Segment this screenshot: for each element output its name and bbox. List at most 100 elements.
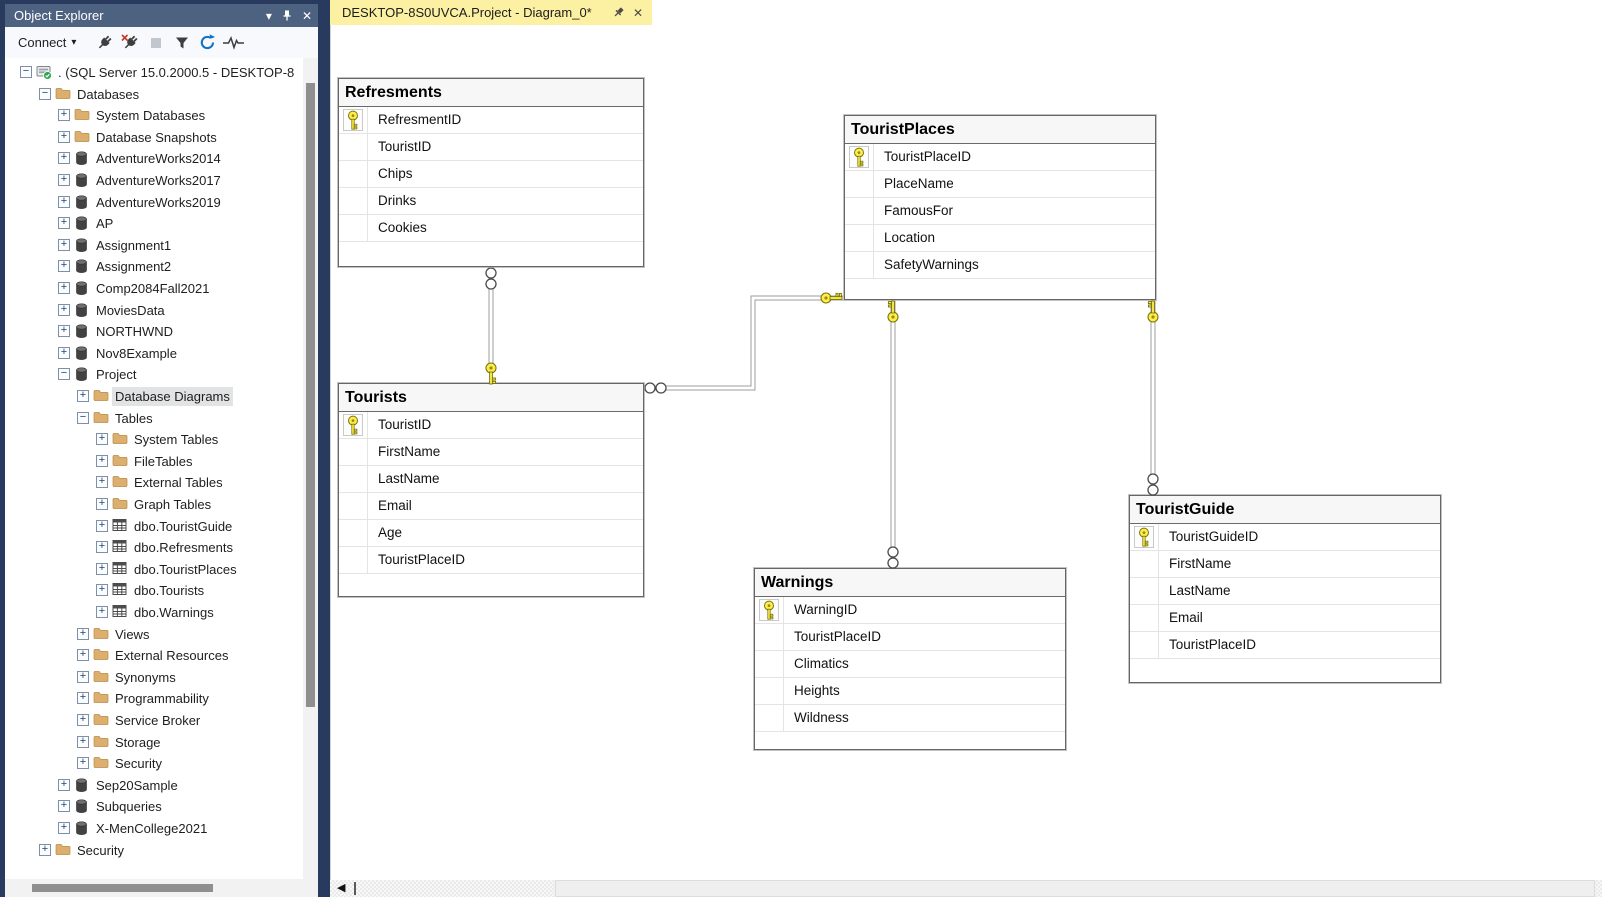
column-row-wildness[interactable]: Wildness: [755, 705, 1065, 732]
tree-item-filetables[interactable]: +FileTables: [5, 450, 303, 472]
expand-toggle-icon[interactable]: +: [58, 174, 70, 186]
tree-item-project[interactable]: −Project: [5, 363, 303, 385]
column-row-age[interactable]: Age: [339, 520, 643, 547]
expand-toggle-icon[interactable]: +: [58, 238, 70, 251]
connect-icon[interactable]: [91, 31, 117, 55]
table-title[interactable]: TouristPlaces: [845, 116, 1155, 144]
expand-toggle-icon[interactable]: +: [58, 109, 70, 122]
window-position-chevron-icon[interactable]: ▾: [265, 8, 272, 23]
scroll-left-arrow-icon[interactable]: ◀: [337, 882, 346, 894]
tree-item-databases[interactable]: −Databases: [5, 83, 303, 105]
expand-toggle-icon[interactable]: +: [96, 562, 108, 575]
tree-item-dbo-touristplaces[interactable]: +dbo.TouristPlaces: [5, 558, 303, 580]
tree-item-dbo-warnings[interactable]: +dbo.Warnings: [5, 601, 303, 623]
tree-item-storage[interactable]: +Storage: [5, 731, 303, 753]
tree-item-sep20sample[interactable]: +Sep20Sample: [5, 774, 303, 796]
object-explorer-titlebar[interactable]: Object Explorer ▾ ✕: [5, 4, 318, 27]
column-row-firstname[interactable]: FirstName: [1130, 551, 1440, 578]
close-icon[interactable]: ✕: [301, 8, 312, 23]
disconnect-icon[interactable]: [117, 31, 143, 55]
column-row-touristplaceid[interactable]: TouristPlaceID: [1130, 632, 1440, 659]
tree-item-graph-tables[interactable]: +Graph Tables: [5, 493, 303, 515]
expand-toggle-icon[interactable]: +: [77, 714, 89, 726]
expand-toggle-icon[interactable]: +: [58, 130, 70, 143]
expand-toggle-icon[interactable]: +: [58, 346, 70, 359]
object-explorer-vertical-scrollbar[interactable]: [303, 58, 318, 897]
column-row-heights[interactable]: Heights: [755, 678, 1065, 705]
tree-item-system-databases[interactable]: +System Databases: [5, 104, 303, 126]
column-row-touristplaceid[interactable]: TouristPlaceID: [845, 144, 1155, 171]
tree-item-tables[interactable]: −Tables: [5, 407, 303, 429]
expand-toggle-icon[interactable]: +: [77, 670, 89, 683]
object-explorer-horizontal-scrollbar[interactable]: [5, 879, 303, 897]
collapse-toggle-icon[interactable]: −: [20, 66, 32, 78]
tree-item-ap[interactable]: +AP: [5, 212, 303, 234]
column-row-placename[interactable]: PlaceName: [845, 171, 1155, 198]
expand-toggle-icon[interactable]: +: [39, 843, 51, 856]
scrollbar-thumb[interactable]: [32, 884, 213, 892]
tree-item-dbo-tourists[interactable]: +dbo.Tourists: [5, 579, 303, 601]
tree-item-synonyms[interactable]: +Synonyms: [5, 666, 303, 688]
expand-toggle-icon[interactable]: +: [77, 757, 89, 770]
tree-item-security[interactable]: +Security: [5, 752, 303, 774]
scrollbar-thumb[interactable]: [555, 880, 1595, 897]
tree-item-adventureworks2014[interactable]: +AdventureWorks2014: [5, 147, 303, 169]
expand-toggle-icon[interactable]: +: [77, 692, 89, 705]
tree-item-assignment2[interactable]: +Assignment2: [5, 255, 303, 277]
expand-toggle-icon[interactable]: +: [58, 282, 70, 294]
column-row-touristplaceid[interactable]: TouristPlaceID: [339, 547, 643, 574]
expand-toggle-icon[interactable]: +: [96, 606, 108, 618]
table-title[interactable]: TouristGuide: [1130, 496, 1440, 524]
expand-toggle-icon[interactable]: +: [96, 476, 108, 489]
expand-toggle-icon[interactable]: +: [96, 584, 108, 597]
diagram-horizontal-scrollbar[interactable]: ◀: [330, 880, 1602, 897]
expand-toggle-icon[interactable]: +: [58, 822, 70, 834]
column-row-cookies[interactable]: Cookies: [339, 215, 643, 242]
column-row-chips[interactable]: Chips: [339, 161, 643, 188]
tree-item-external-tables[interactable]: +External Tables: [5, 471, 303, 493]
column-row-refresmentid[interactable]: RefresmentID: [339, 107, 643, 134]
close-icon[interactable]: ✕: [632, 5, 643, 20]
tree-item-subqueries[interactable]: +Subqueries: [5, 795, 303, 817]
expand-toggle-icon[interactable]: +: [96, 433, 108, 446]
tree-item-security[interactable]: +Security: [5, 839, 303, 861]
connect-button[interactable]: Connect ▾: [11, 31, 83, 54]
column-row-email[interactable]: Email: [1130, 605, 1440, 632]
tree-item-database-diagrams[interactable]: +Database Diagrams: [5, 385, 303, 407]
expand-toggle-icon[interactable]: +: [58, 800, 70, 813]
expand-toggle-icon[interactable]: +: [77, 627, 89, 640]
tree-item-views[interactable]: +Views: [5, 623, 303, 645]
tree-item-dbo-refresments[interactable]: +dbo.Refresments: [5, 536, 303, 558]
column-row-touristid[interactable]: TouristID: [339, 134, 643, 161]
tree-item-assignment1[interactable]: +Assignment1: [5, 234, 303, 256]
collapse-toggle-icon[interactable]: −: [39, 87, 51, 100]
tree-item-programmability[interactable]: +Programmability: [5, 687, 303, 709]
expand-toggle-icon[interactable]: +: [58, 217, 70, 230]
tree-item-nov8example[interactable]: +Nov8Example: [5, 342, 303, 364]
column-row-lastname[interactable]: LastName: [1130, 578, 1440, 605]
expand-toggle-icon[interactable]: +: [96, 454, 108, 467]
column-row-firstname[interactable]: FirstName: [339, 439, 643, 466]
expand-toggle-icon[interactable]: +: [58, 325, 70, 338]
expand-toggle-icon[interactable]: +: [58, 778, 70, 791]
expand-toggle-icon[interactable]: +: [77, 649, 89, 662]
expand-toggle-icon[interactable]: +: [96, 541, 108, 554]
column-row-touristplaceid[interactable]: TouristPlaceID: [755, 624, 1065, 651]
column-row-warningid[interactable]: WarningID: [755, 597, 1065, 624]
column-row-safetywarnings[interactable]: SafetyWarnings: [845, 252, 1155, 279]
column-row-touristid[interactable]: TouristID: [339, 412, 643, 439]
refresh-icon[interactable]: [195, 31, 221, 55]
tree-item-northwnd[interactable]: +NORTHWND: [5, 320, 303, 342]
tree-item-dbo-touristguide[interactable]: +dbo.TouristGuide: [5, 515, 303, 537]
collapse-toggle-icon[interactable]: −: [58, 368, 70, 381]
column-row-climatics[interactable]: Climatics: [755, 651, 1065, 678]
expand-toggle-icon[interactable]: +: [77, 390, 89, 402]
expand-toggle-icon[interactable]: +: [96, 519, 108, 532]
tree-item-adventureworks2019[interactable]: +AdventureWorks2019: [5, 191, 303, 213]
scrollbar-thumb[interactable]: [306, 83, 315, 707]
